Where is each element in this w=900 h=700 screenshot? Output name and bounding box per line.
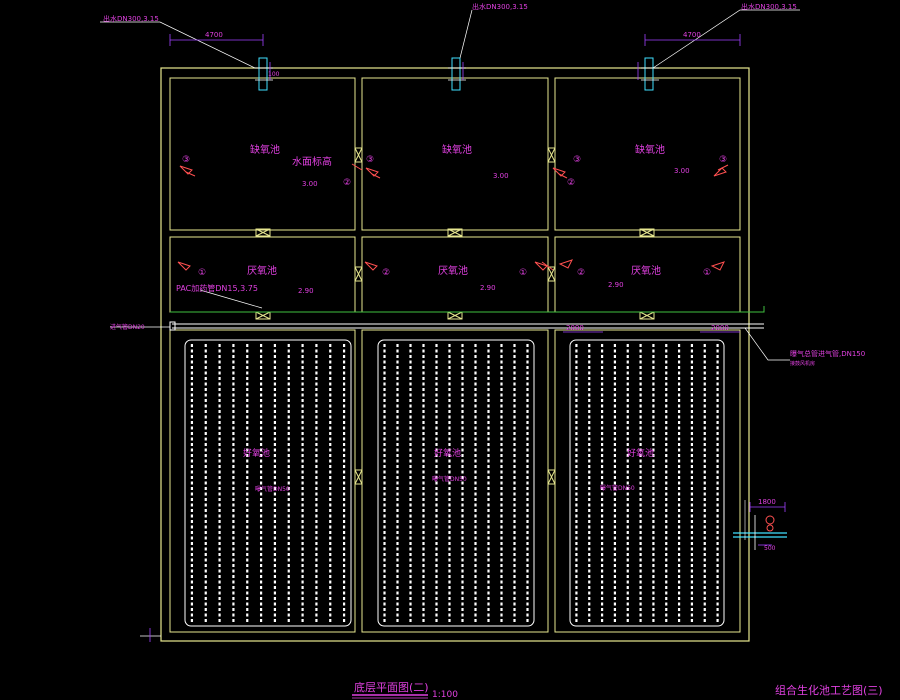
aerobic-pipe-1: 曝气管DN50 [255, 485, 290, 493]
aerobic-pipe-2: 曝气管DN50 [432, 475, 467, 483]
aerobic-pipe-3: 曝气管DN50 [600, 484, 635, 492]
valve-symbols [177, 163, 729, 271]
water-level-note: 水面标高 [292, 155, 332, 168]
anoxic-label-3: 缺氧池 [635, 143, 665, 156]
drawing-scale: 1:100 [432, 690, 458, 700]
marker-a3-left: ③ [182, 155, 190, 165]
marker-a3-mid: ③ [366, 155, 374, 165]
dim-detail-top: 1800 [758, 498, 776, 506]
bottom-left-tick [140, 628, 161, 642]
anaerobic-label-1: 厌氧池 [247, 264, 277, 277]
aerobic-label-3: 好氧池 [627, 447, 654, 459]
anoxic-level-3: 3.00 [674, 167, 690, 175]
aerobic-label-2: 好氧池 [434, 447, 461, 459]
outlet-pipes [258, 57, 654, 91]
outlet-leaders [100, 9, 800, 69]
outlet-label-left: 出水DN300,3.15 [103, 14, 159, 23]
dim-top-left: 4700 [205, 31, 223, 39]
pac-leader [199, 289, 263, 309]
outlet-label-right: 出水DN300,3.15 [741, 2, 797, 11]
aerobic-tank-3 [554, 329, 741, 633]
marker-a3-far: ③ [719, 155, 727, 165]
anoxic-label-2: 缺氧池 [442, 143, 472, 156]
marker-b2-mid: ② [382, 268, 390, 278]
marker-a2-left: ② [343, 178, 351, 188]
marker-a2-right: ② [567, 178, 575, 188]
wall-openings [255, 147, 655, 485]
aeration-frame-3 [569, 339, 725, 627]
anoxic-level-1: 3.00 [302, 180, 318, 188]
aerobic-label-1: 好氧池 [243, 447, 270, 459]
air-main-right-leader [744, 327, 790, 361]
air-main-right-sub: 接鼓风机房 [790, 360, 815, 367]
pac-label: PAC加药管DN15,3.75 [176, 283, 258, 293]
dim-mid-left: 2000 [566, 324, 584, 332]
sheet-title: 组合生化池工艺图(三) [775, 683, 883, 697]
anaerobic-level-1: 2.90 [298, 287, 314, 295]
aerobic-tank-1 [169, 329, 356, 633]
air-main-label: 进气管DN20 [110, 323, 145, 331]
dim-top-right: 4700 [683, 31, 701, 39]
air-main-right-label: 曝气总管进气管,DN150 [790, 349, 865, 358]
dim-top-offset: 100 [268, 71, 280, 78]
outlet-label-mid: 出水DN300,3.15 [472, 2, 528, 11]
anaerobic-level-2: 2.90 [480, 284, 496, 292]
dim-mid-right: 2000 [711, 324, 729, 332]
aeration-main-pipe [169, 321, 764, 331]
anaerobic-label-3: 厌氧池 [631, 264, 661, 277]
marker-b1-right: ① [703, 268, 711, 278]
aeration-frame-1 [184, 339, 352, 627]
drawing-title: 底层平面图(二) [354, 680, 429, 694]
marker-b1-mid: ① [519, 268, 527, 278]
aeration-frame-2 [377, 339, 535, 627]
dim-detail-bottom: 500 [764, 545, 776, 552]
aeration-grids [184, 339, 725, 627]
pac-dosing-line [170, 306, 765, 313]
anoxic-level-2: 3.00 [493, 172, 509, 180]
marker-a3-right: ③ [573, 155, 581, 165]
anaerobic-label-2: 厌氧池 [438, 264, 468, 277]
top-dimensions [169, 34, 741, 80]
marker-b1-left: ① [198, 268, 206, 278]
anoxic-label-1: 缺氧池 [250, 143, 280, 156]
detail-section [733, 500, 787, 550]
marker-b2-right: ② [577, 268, 585, 278]
anaerobic-level-3: 2.90 [608, 281, 624, 289]
